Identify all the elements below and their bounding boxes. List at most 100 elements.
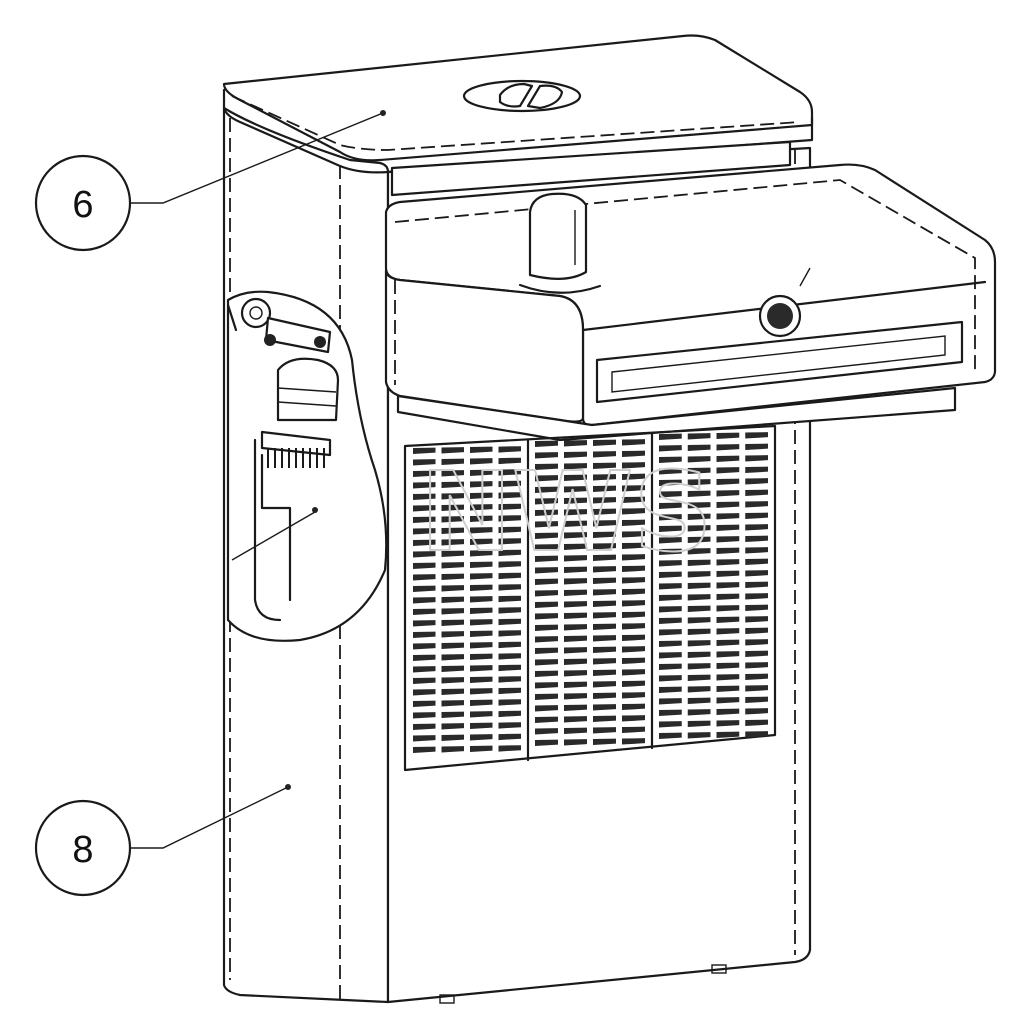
louver-slat xyxy=(659,594,682,601)
louver-slat xyxy=(441,493,464,500)
louver-slat xyxy=(622,715,645,722)
louver-slat xyxy=(413,459,436,466)
louver-slat xyxy=(470,607,493,615)
louver-slat xyxy=(622,634,645,642)
louver-slat xyxy=(687,525,711,532)
louver-slat xyxy=(413,516,436,523)
louver-slat xyxy=(593,451,616,458)
louver-slat xyxy=(441,458,464,465)
louver-slat xyxy=(593,646,616,654)
louver-slat xyxy=(498,549,521,557)
louver-slat xyxy=(498,745,521,752)
louver-slat xyxy=(564,681,587,688)
louver-slat xyxy=(593,508,616,516)
louver-slat xyxy=(535,682,558,689)
louver-slat xyxy=(622,657,645,665)
louver-slat xyxy=(535,636,558,643)
louver-slat xyxy=(716,490,740,497)
louver-slat xyxy=(441,504,464,511)
louver-slat xyxy=(687,490,711,497)
louver-slat xyxy=(622,623,645,630)
louver-slat xyxy=(659,721,682,728)
louver-slat xyxy=(535,555,558,562)
louver-slat xyxy=(687,720,711,727)
louver-slat xyxy=(564,509,587,516)
louver-slat xyxy=(564,716,587,723)
louver-slat xyxy=(535,670,558,677)
louver-slat xyxy=(441,470,464,477)
louver-slat xyxy=(687,467,711,474)
louver-slat xyxy=(498,480,521,488)
louver-slat xyxy=(441,573,464,580)
louver-slat xyxy=(593,531,616,539)
louver-slat xyxy=(441,631,464,638)
louver-slat xyxy=(687,444,711,451)
louver-slat xyxy=(470,446,493,454)
louver-slat xyxy=(413,620,436,627)
louver-slat xyxy=(716,639,740,647)
louver-slat xyxy=(716,478,740,486)
louver-slat xyxy=(498,653,521,660)
louver-slat xyxy=(716,697,740,704)
louver-slat xyxy=(745,547,768,554)
louver-slat xyxy=(535,509,558,516)
louver-slat xyxy=(593,658,616,665)
louver-slat xyxy=(687,433,711,440)
louver-slat xyxy=(593,543,616,550)
side-cutaway xyxy=(226,290,388,642)
louver-slat xyxy=(687,594,711,601)
louver-slat xyxy=(716,674,740,681)
louver-slat xyxy=(413,677,436,684)
louver-slat xyxy=(564,739,587,746)
louver-slat xyxy=(564,612,587,619)
louver-slat xyxy=(413,470,436,477)
louver-slat xyxy=(659,698,682,705)
louver-slat xyxy=(470,734,493,741)
louver-slat xyxy=(716,524,740,532)
louver-slat xyxy=(498,676,521,683)
louver-slat xyxy=(498,733,521,741)
louver-slat xyxy=(745,719,768,727)
louver-slat xyxy=(687,617,711,624)
louver-slat xyxy=(470,538,493,546)
louver-slat xyxy=(745,708,768,715)
louver-slat xyxy=(687,640,711,647)
louver-slat xyxy=(716,616,740,624)
basin-assembly xyxy=(384,140,997,442)
louver-slat xyxy=(687,513,711,520)
louver-slat xyxy=(535,624,558,631)
louver-slat xyxy=(622,577,645,584)
louver-slat xyxy=(659,617,682,624)
louver-slat xyxy=(564,589,587,596)
louver-slat xyxy=(716,708,740,716)
callout-6: 6 xyxy=(34,110,386,252)
louver-slat xyxy=(593,727,616,734)
louver-slat xyxy=(441,711,464,718)
louver-slat xyxy=(413,597,436,604)
louver-slat xyxy=(564,658,587,665)
louver-slat xyxy=(498,722,521,729)
louver-slat xyxy=(687,502,711,509)
louver-slat xyxy=(687,674,711,681)
louver-slat xyxy=(687,559,711,566)
louver-slat xyxy=(564,543,587,550)
louver-slat xyxy=(564,693,587,700)
louver-slat xyxy=(470,665,493,672)
louver-slat xyxy=(441,665,464,672)
louver-slat xyxy=(470,527,493,534)
louver-slat xyxy=(716,444,740,451)
louver-slat xyxy=(745,455,768,462)
louver-slat xyxy=(659,560,682,567)
louver-slat xyxy=(564,727,587,734)
louver-slat xyxy=(535,486,558,493)
logo-emblem-icon xyxy=(462,79,582,113)
louver-slat xyxy=(716,559,740,566)
louver-slat xyxy=(470,561,493,569)
louver-slat xyxy=(413,735,436,742)
louver-slat xyxy=(745,581,768,589)
louver-slat xyxy=(659,732,682,739)
louver-slat xyxy=(622,611,645,619)
louver-slat xyxy=(745,673,768,681)
louver-slat xyxy=(687,548,711,555)
louver-slat xyxy=(659,445,682,452)
